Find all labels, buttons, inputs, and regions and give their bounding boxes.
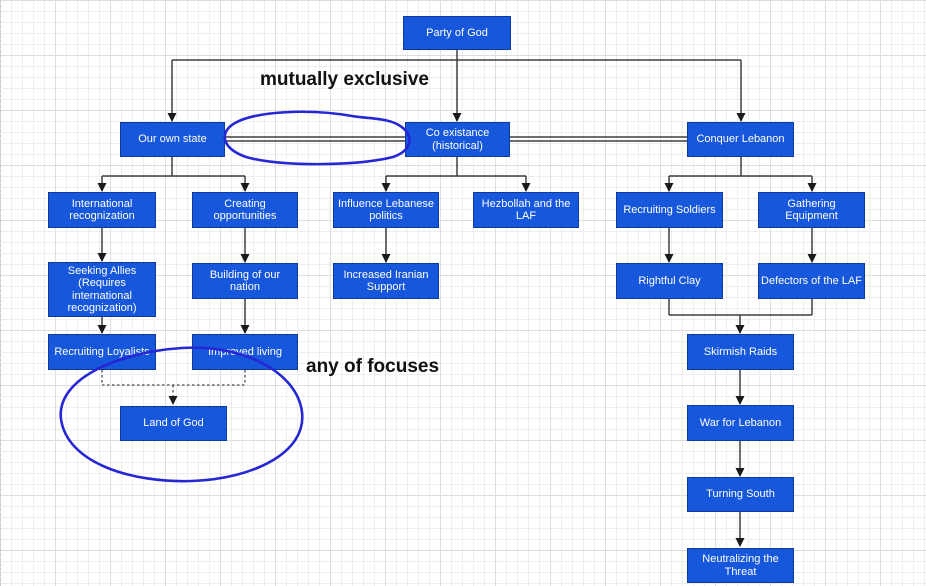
focus-node-label: Turning South — [706, 488, 775, 501]
focus-node-seeking-allies[interactable]: Seeking Allies (Requires international r… — [48, 262, 156, 317]
focus-node-label: Creating opportunities — [213, 197, 277, 223]
page-break-line — [0, 0, 1, 586]
focus-node-skirmish-raids[interactable]: Skirmish Raids — [687, 334, 794, 370]
focus-node-war-for-lebanon[interactable]: War for Lebanon — [687, 405, 794, 441]
focus-node-label: Skirmish Raids — [703, 345, 778, 358]
focus-node-creating-opportunities[interactable]: Creating opportunities — [192, 192, 298, 228]
annotation-mutually-exclusive[interactable]: mutually exclusive — [260, 69, 429, 90]
focus-node-label: Gathering Equipment — [785, 197, 838, 223]
focus-node-increased-iranian-support[interactable]: Increased Iranian Support — [333, 263, 439, 299]
focus-node-label: Defectors of the LAF — [761, 274, 862, 287]
focus-node-international-recognization[interactable]: International recognization — [48, 192, 156, 228]
focus-node-label: Recruiting Loyalists — [54, 345, 150, 358]
focus-node-rightful-clay[interactable]: Rightful Clay — [616, 263, 723, 299]
focus-node-label: Hezbollah and the LAF — [481, 197, 571, 223]
focus-node-label: Recruiting Soldiers — [623, 203, 716, 216]
focus-node-label: Improved living — [208, 345, 282, 358]
annotation-any-of-focuses[interactable]: any of focuses — [306, 356, 440, 377]
focus-node-label: Party of God — [426, 26, 488, 39]
focus-node-co-existance[interactable]: Co existance (historical) — [405, 122, 510, 157]
focus-node-label: Conquer Lebanon — [696, 133, 785, 146]
focus-node-label: Increased Iranian Support — [343, 268, 429, 294]
focus-node-influence-lebanese-politics[interactable]: Influence Lebanese politics — [333, 192, 439, 228]
focus-node-label: Co existance (historical) — [425, 127, 490, 152]
focus-node-gathering-equipment[interactable]: Gathering Equipment — [758, 192, 865, 228]
focus-node-neutralizing-the-threat[interactable]: Neutralizing the Threat — [687, 548, 794, 583]
focus-node-label: Building of our nation — [209, 268, 281, 294]
focus-node-label: Seeking Allies (Requires international r… — [67, 264, 137, 315]
focus-node-defectors-of-the-laf[interactable]: Defectors of the LAF — [758, 263, 865, 299]
freehand-ellipse — [223, 110, 411, 166]
focus-node-hezbollah-and-the-laf[interactable]: Hezbollah and the LAF — [473, 192, 579, 228]
focus-node-recruiting-loyalists[interactable]: Recruiting Loyalists — [48, 334, 156, 370]
focus-node-label: Neutralizing the Threat — [702, 553, 779, 578]
focus-node-label: War for Lebanon — [699, 416, 782, 429]
focus-node-label: International recognization — [69, 197, 135, 223]
focus-node-recruiting-soldiers[interactable]: Recruiting Soldiers — [616, 192, 723, 228]
focus-node-improved-living[interactable]: Improved living — [192, 334, 298, 370]
focus-node-our-own-state[interactable]: Our own state — [120, 122, 225, 157]
focus-node-conquer-lebanon[interactable]: Conquer Lebanon — [687, 122, 794, 157]
focus-node-turning-south[interactable]: Turning South — [687, 477, 794, 512]
focus-node-label: Land of God — [143, 417, 204, 430]
focus-node-label: Rightful Clay — [638, 274, 701, 287]
focus-node-land-of-god[interactable]: Land of God — [120, 406, 227, 441]
focus-node-building-of-our-nation[interactable]: Building of our nation — [192, 263, 298, 299]
focus-node-label: Influence Lebanese politics — [337, 197, 435, 223]
focus-node-label: Our own state — [138, 133, 207, 146]
focus-node-party-of-god[interactable]: Party of God — [403, 16, 511, 50]
